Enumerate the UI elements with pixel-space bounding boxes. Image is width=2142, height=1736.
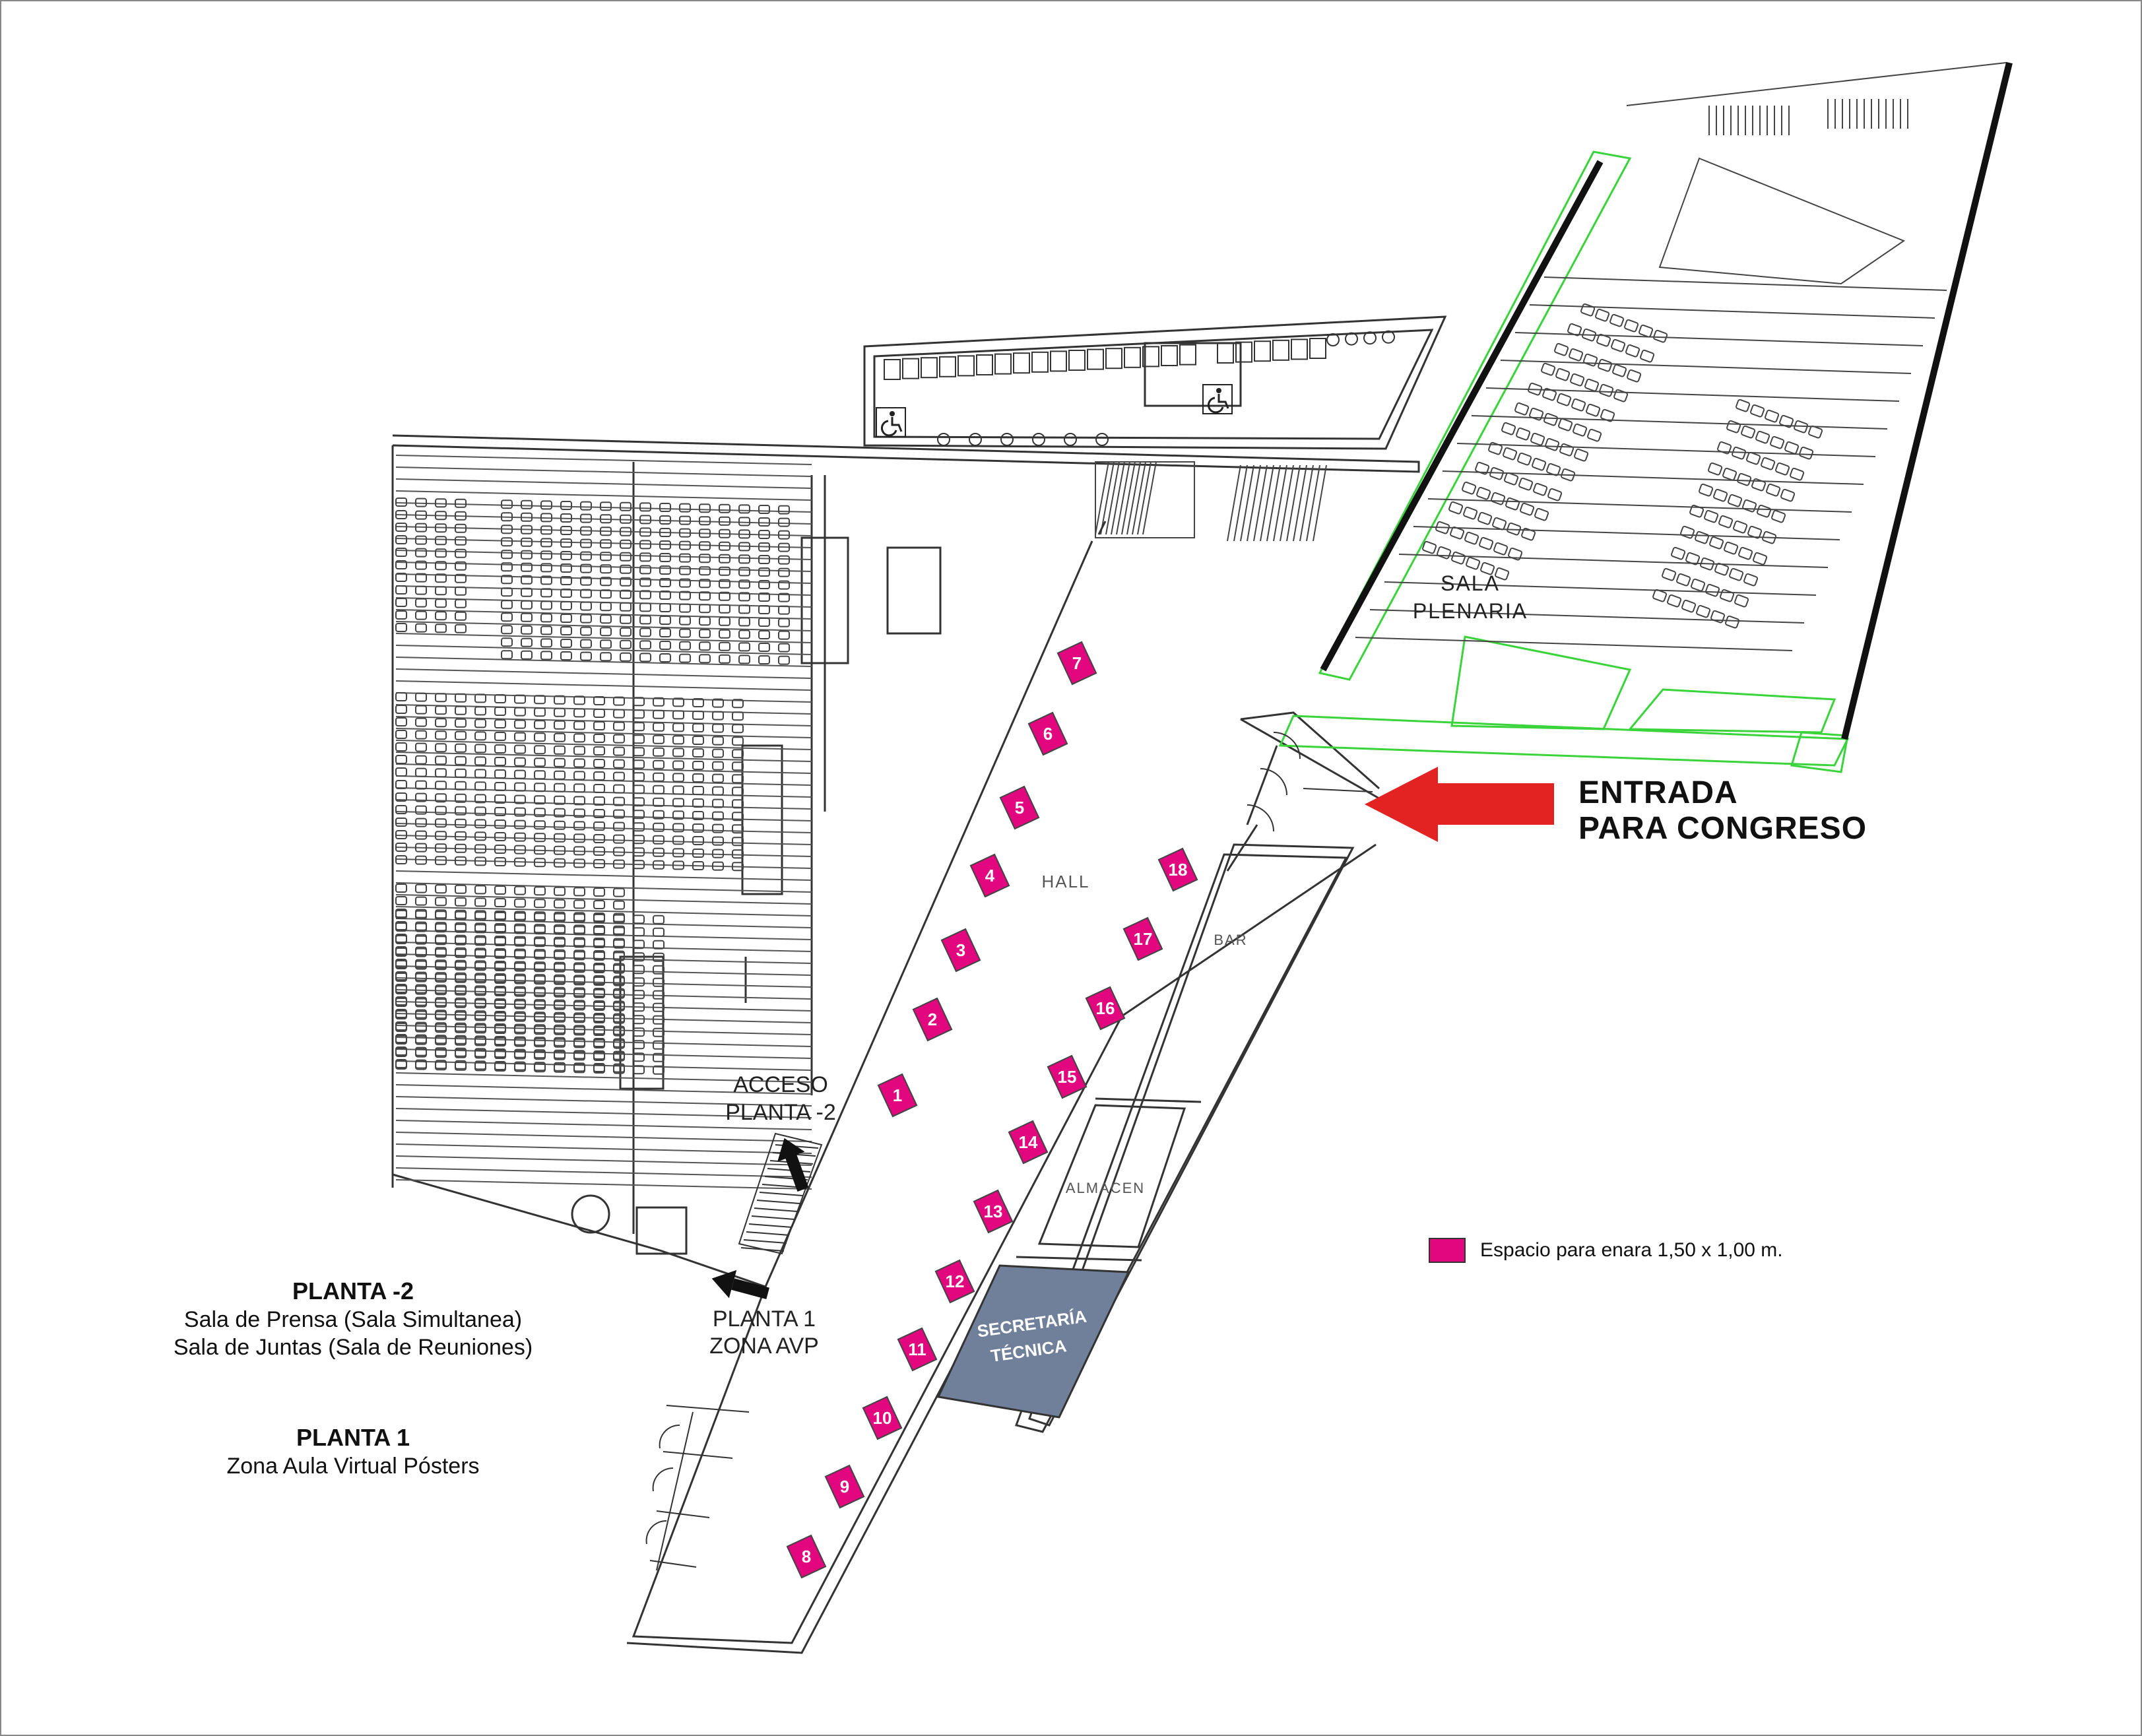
- planta1-avp-label: PLANTA 1: [713, 1306, 816, 1332]
- stand-10: 10: [862, 1396, 903, 1440]
- restroom-block: [863, 315, 1447, 450]
- stand-box: [1085, 986, 1126, 1031]
- stand-box: [1008, 1120, 1049, 1165]
- stand-12: 12: [934, 1259, 975, 1304]
- sala-plenaria-outline: [1278, 150, 1850, 773]
- lower-rooms: [645, 1405, 750, 1571]
- stand-number: 18: [1169, 860, 1188, 880]
- entrance-label: ENTRADA PARA CONGRESO: [1578, 775, 1867, 847]
- stand-box: [862, 1396, 903, 1440]
- room-label-bar: BAR: [1214, 932, 1247, 948]
- sala-plenaria-interior: [1355, 62, 2007, 651]
- stand-box: [1047, 1054, 1087, 1099]
- stand-2: 2: [912, 997, 953, 1042]
- stand-1: 1: [877, 1073, 918, 1118]
- stand-6: 6: [1027, 711, 1068, 756]
- stand-box: [969, 853, 1010, 898]
- stand-7: 7: [1056, 641, 1097, 686]
- planta1-item: Zona Aula Virtual Pósters: [226, 1454, 480, 1479]
- stand-9: 9: [824, 1464, 865, 1509]
- sala-plenaria-walls: [1320, 61, 2013, 740]
- stand-8: 8: [786, 1534, 827, 1579]
- stand-box: [786, 1534, 827, 1579]
- planta-m2-item: Sala de Prensa (Sala Simultanea): [183, 1307, 523, 1332]
- stand-number: 2: [928, 1010, 937, 1029]
- stand-box: [934, 1259, 975, 1304]
- acceso-label: PLANTA -2: [725, 1100, 836, 1125]
- stand-15: 15: [1047, 1054, 1087, 1099]
- planta-m2-title: PLANTA -2: [292, 1277, 414, 1304]
- staircase: [1227, 465, 1327, 542]
- room-label-sala-plenaria: SALA: [1441, 571, 1500, 595]
- stand-number: 15: [1058, 1067, 1077, 1087]
- stand-4: 4: [969, 853, 1010, 898]
- stand-14: 14: [1008, 1120, 1049, 1165]
- stand-number: 9: [840, 1477, 849, 1496]
- stand-box: [897, 1327, 938, 1372]
- entrance-label-line2: PARA CONGRESO: [1578, 811, 1867, 846]
- stand-13: 13: [973, 1189, 1014, 1234]
- planta-m2-notes: PLANTA -2 Sala de Prensa (Sala Simultane…: [132, 1277, 574, 1361]
- stand-number: 1: [893, 1085, 902, 1105]
- planta1-notes: PLANTA 1 Zona Aula Virtual Pósters: [132, 1423, 574, 1480]
- secretaria-tecnica-area: [936, 1264, 1130, 1419]
- legend-swatch: [1429, 1238, 1466, 1263]
- room-label-sala-plenaria: PLENARIA: [1413, 599, 1528, 623]
- stand-box: [912, 997, 953, 1042]
- legend-label: Espacio para enara 1,50 x 1,00 m.: [1480, 1239, 1783, 1261]
- stand-number: 5: [1015, 798, 1024, 818]
- entrance-label-line1: ENTRADA: [1578, 775, 1738, 810]
- stand-number: 11: [908, 1339, 926, 1359]
- stand-box: [1056, 641, 1097, 686]
- stand-17: 17: [1122, 916, 1163, 961]
- stairs-planta-m2: [738, 1132, 823, 1255]
- stand-number: 10: [873, 1408, 892, 1428]
- room-label-almacen: ALMACEN: [1066, 1180, 1145, 1196]
- stand-box: [1027, 711, 1068, 756]
- bar-almacen-block: [1015, 843, 1355, 1433]
- entrance-arrow-icon: [1365, 767, 1554, 842]
- stand-box: [1157, 847, 1198, 892]
- planta1-avp-label: ZONA AVP: [709, 1334, 819, 1359]
- stand-box: [999, 785, 1040, 830]
- planta-m2-item: Sala de Juntas (Sala de Reuniones): [173, 1335, 533, 1360]
- stand-number: 3: [956, 940, 965, 960]
- arrow-up-icon: [777, 1138, 809, 1192]
- stand-5: 5: [999, 785, 1040, 830]
- stand-11: 11: [897, 1327, 938, 1372]
- stand-number: 16: [1096, 998, 1115, 1018]
- stand-box: [1122, 916, 1163, 961]
- stand-number: 14: [1019, 1132, 1038, 1152]
- stand-18: 18: [1157, 847, 1198, 892]
- stand-box: [973, 1189, 1014, 1234]
- stand-number: 13: [984, 1202, 1003, 1221]
- wheelchair-icon: [1202, 384, 1233, 414]
- stand-number: 8: [802, 1547, 811, 1566]
- acceso-label: ACCESO: [733, 1072, 828, 1097]
- stand-number: 12: [946, 1271, 965, 1291]
- stand-box: [824, 1464, 865, 1509]
- stand-16: 16: [1085, 986, 1126, 1031]
- staircase: [1095, 461, 1195, 538]
- legend: Espacio para enara 1,50 x 1,00 m.: [1429, 1238, 1783, 1263]
- stand-number: 4: [985, 866, 995, 885]
- stand-box: [940, 928, 981, 973]
- entrance-doors: [1247, 732, 1373, 832]
- stand-box: [877, 1073, 918, 1118]
- wheelchair-icon: [876, 407, 906, 437]
- planta1-title: PLANTA 1: [296, 1424, 410, 1451]
- auditorium-block: [391, 434, 1420, 1288]
- stand-number: 6: [1043, 724, 1053, 744]
- stand-number: 17: [1134, 929, 1153, 949]
- room-label-hall: HALL: [1041, 872, 1089, 891]
- stand-number: 7: [1072, 653, 1082, 673]
- hall-walls: [626, 521, 1380, 1654]
- arrow-left-icon: [711, 1270, 769, 1300]
- stand-3: 3: [940, 928, 981, 973]
